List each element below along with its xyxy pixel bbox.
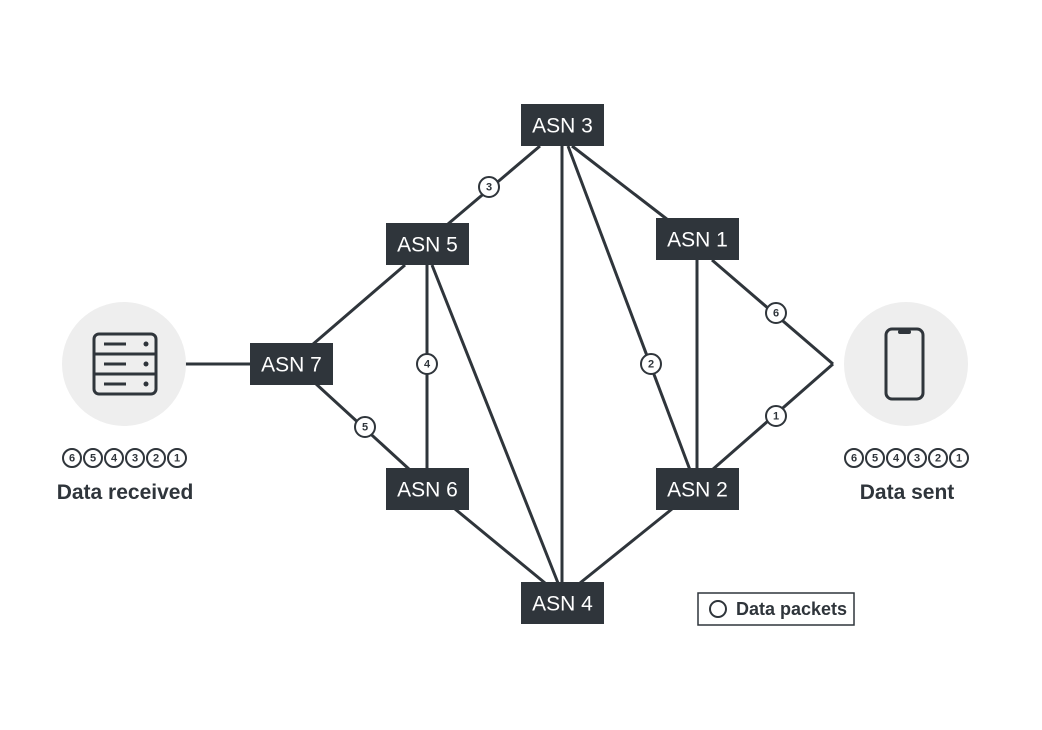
- asn-node-label: ASN 6: [397, 479, 458, 502]
- received-packet: 1: [167, 448, 187, 468]
- asn-node-label: ASN 2: [667, 479, 728, 502]
- svg-text:2: 2: [935, 453, 941, 465]
- asn-node-label: ASN 5: [397, 234, 458, 257]
- received-packet: 5: [83, 448, 103, 468]
- received-caption: Data received: [57, 481, 194, 504]
- svg-text:3: 3: [132, 453, 138, 465]
- svg-text:6: 6: [773, 308, 779, 320]
- sent-packet: 5: [865, 448, 885, 468]
- route-packet-5: 5: [354, 416, 376, 438]
- route-packet-3: 3: [478, 176, 500, 198]
- smartphone-icon: [884, 327, 925, 401]
- packet-circle-icon: [709, 600, 727, 618]
- svg-text:5: 5: [872, 453, 878, 465]
- asn-node-7: ASN 7: [250, 343, 333, 385]
- sent-packet: 6: [844, 448, 864, 468]
- received-packet: 4: [104, 448, 124, 468]
- sent-packet-row: 6 5 4 3 2 1: [844, 448, 969, 468]
- edge-asn5-asn7: [311, 263, 406, 347]
- received-packet: 3: [125, 448, 145, 468]
- edge-asn3-asn2: [566, 145, 692, 471]
- svg-text:4: 4: [111, 453, 118, 465]
- svg-text:2: 2: [153, 453, 159, 465]
- legend: Data packets: [697, 592, 855, 626]
- svg-text:1: 1: [773, 411, 779, 423]
- asn-node-1: ASN 1: [656, 218, 739, 260]
- server-icon: [92, 332, 158, 396]
- svg-text:1: 1: [174, 453, 180, 465]
- svg-text:5: 5: [362, 422, 368, 434]
- svg-text:4: 4: [424, 359, 431, 371]
- asn-node-3: ASN 3: [521, 104, 604, 146]
- asn-node-label: ASN 1: [667, 229, 728, 252]
- legend-label: Data packets: [736, 599, 847, 619]
- edge-asn2-asn4: [579, 507, 673, 585]
- asn-node-2: ASN 2: [656, 468, 739, 510]
- svg-text:1: 1: [956, 453, 962, 465]
- sent-packet: 3: [907, 448, 927, 468]
- asn-node-5: ASN 5: [386, 223, 469, 265]
- svg-text:6: 6: [69, 453, 75, 465]
- received-packet: 2: [146, 448, 166, 468]
- sender-background: [844, 302, 968, 426]
- asn-node-4: ASN 4: [521, 582, 604, 624]
- svg-text:5: 5: [90, 453, 96, 465]
- receiver: [62, 302, 186, 426]
- route-packet-4: 4: [416, 353, 438, 375]
- svg-text:4: 4: [893, 453, 900, 465]
- sender: [844, 302, 968, 426]
- route-packet-2: 2: [640, 353, 662, 375]
- asn-node-label: ASN 4: [532, 593, 593, 616]
- edge-asn5-asn4: [430, 264, 560, 584]
- asn-node-label: ASN 3: [532, 115, 593, 138]
- svg-text:2: 2: [648, 359, 654, 371]
- asn-node-6: ASN 6: [386, 468, 469, 510]
- route-packet-1: 1: [765, 405, 787, 427]
- svg-text:3: 3: [486, 182, 492, 194]
- sent-packet: 4: [886, 448, 906, 468]
- received-packet-row: 6 5 4 3 2 1: [62, 448, 187, 468]
- sent-packet: 2: [928, 448, 948, 468]
- edge-asn3-asn1: [571, 144, 669, 222]
- sent-caption: Data sent: [860, 481, 955, 504]
- route-packet-6: 6: [765, 302, 787, 324]
- edge-asn6-asn4: [454, 507, 546, 585]
- svg-text:3: 3: [914, 453, 920, 465]
- sent-packet: 1: [949, 448, 969, 468]
- asn-node-label: ASN 7: [261, 354, 322, 377]
- svg-text:6: 6: [851, 453, 857, 465]
- received-packet: 6: [62, 448, 82, 468]
